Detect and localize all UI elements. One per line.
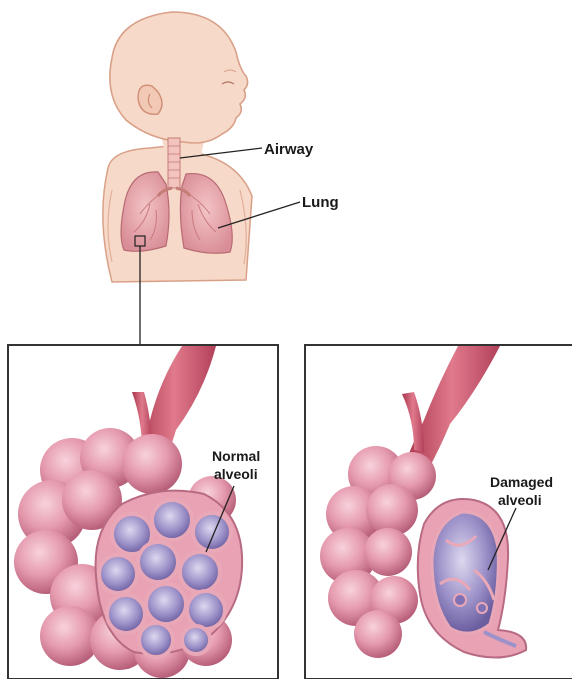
damaged-alveoli-label-line2: alveoli bbox=[498, 492, 542, 508]
lung-label: Lung bbox=[302, 194, 339, 211]
normal-alveoli-label-line2: alveoli bbox=[214, 466, 258, 482]
trachea bbox=[168, 138, 180, 188]
baby-illustration bbox=[103, 12, 252, 345]
airway-label: Airway bbox=[264, 141, 314, 158]
normal-alveoli-panel: Normal alveoli bbox=[8, 345, 278, 679]
damaged-alveoli-panel: Damaged alveoli bbox=[305, 345, 572, 679]
baby-head bbox=[110, 12, 248, 143]
damaged-alveoli-label-line1: Damaged bbox=[490, 474, 553, 490]
normal-alveoli-label-line1: Normal bbox=[212, 448, 260, 464]
